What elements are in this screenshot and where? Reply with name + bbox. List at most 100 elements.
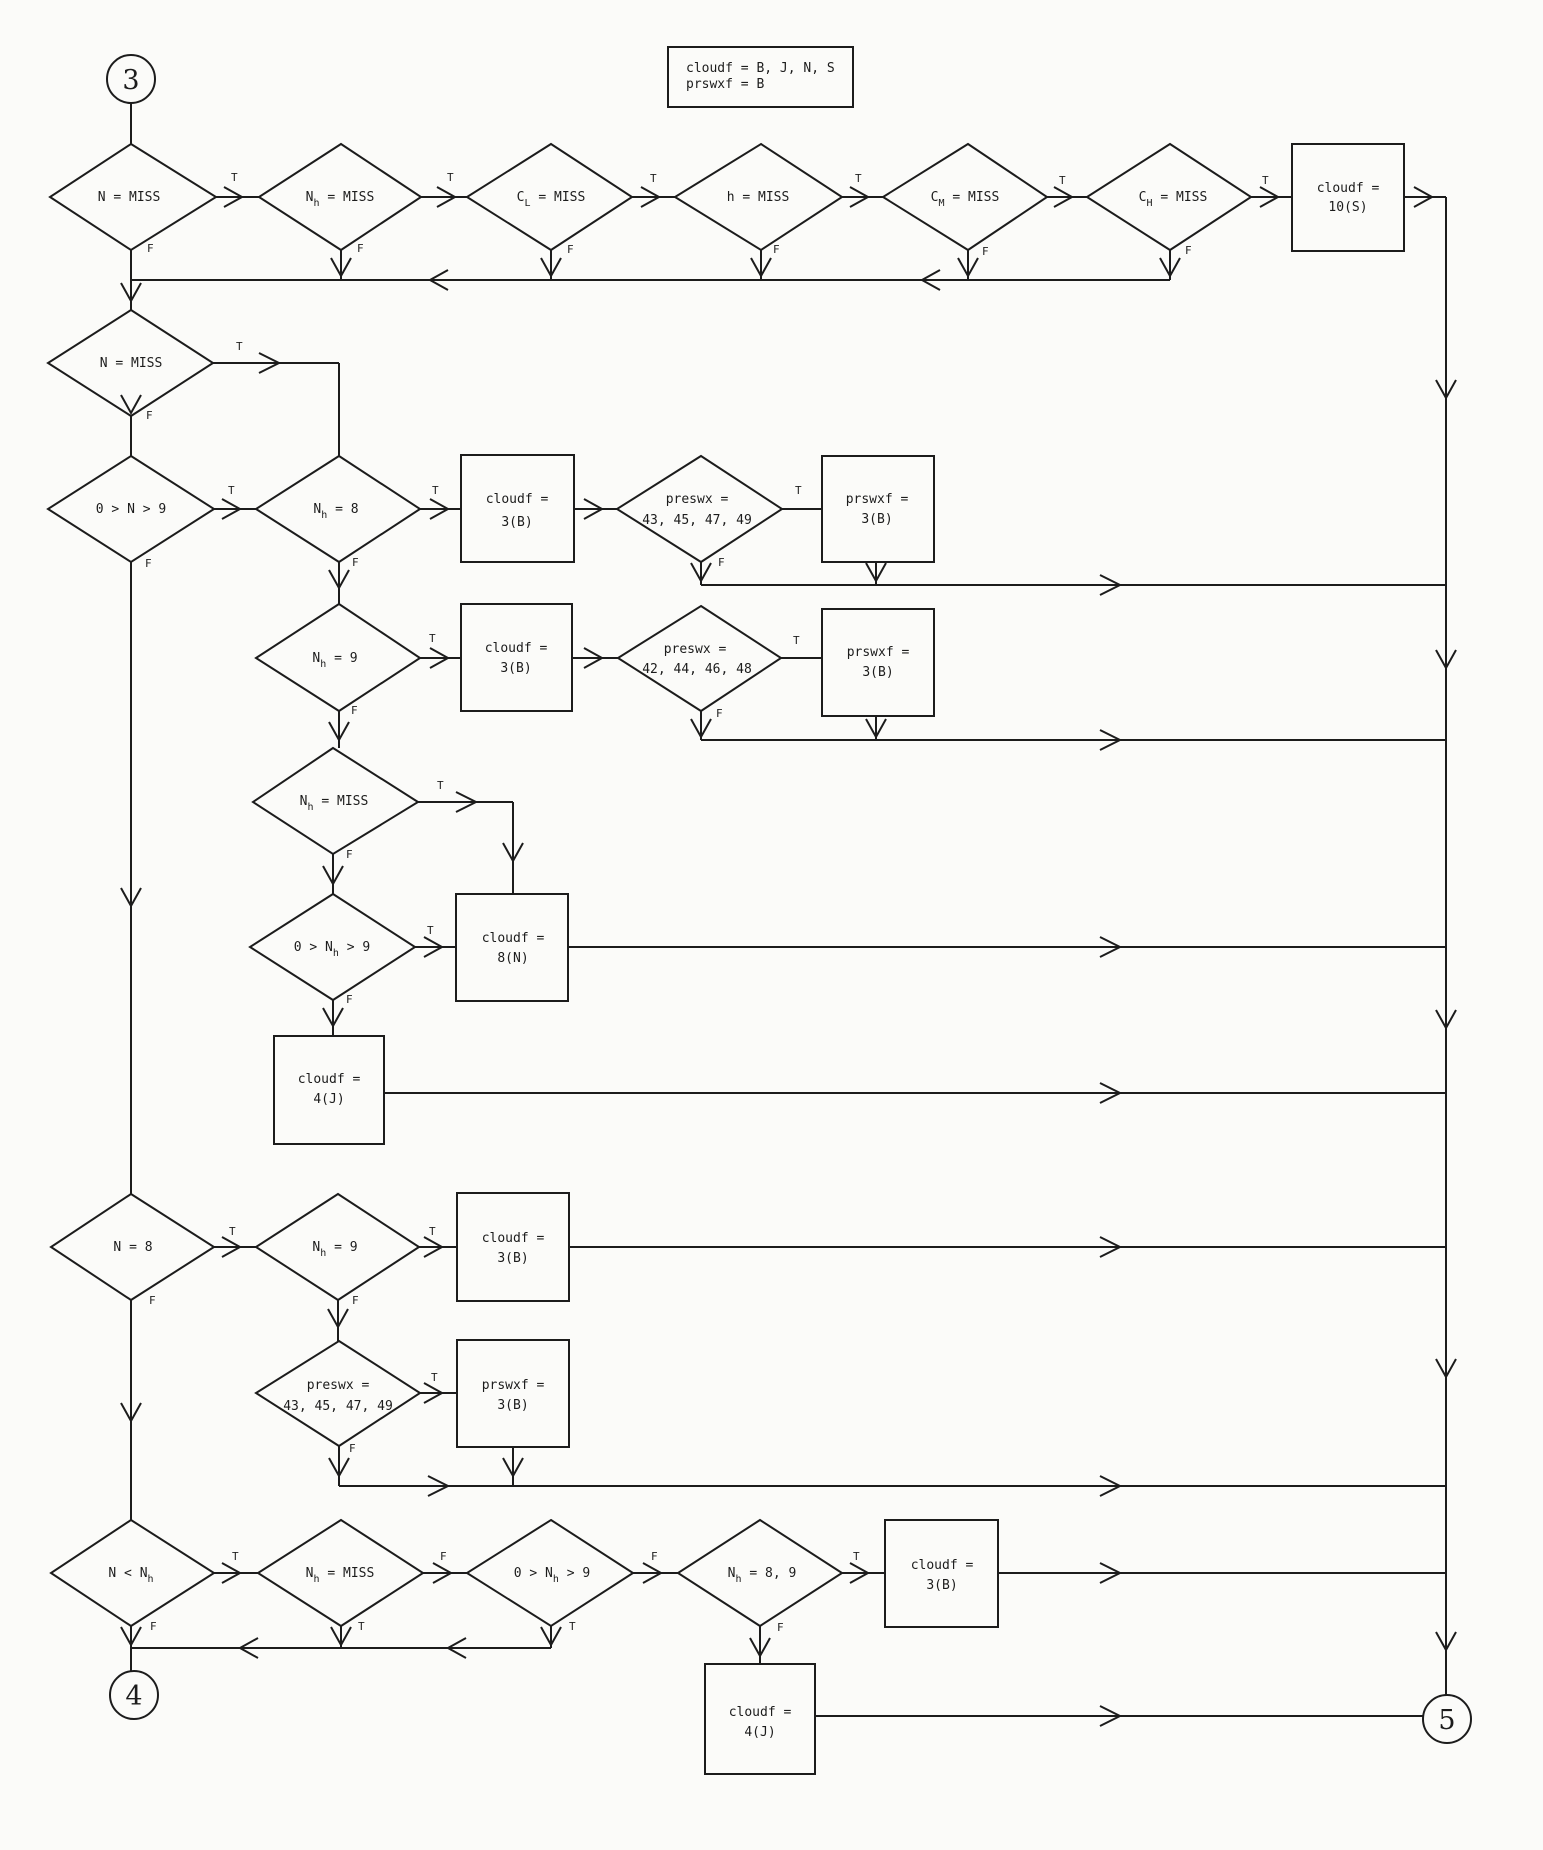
svg-text:T: T <box>231 171 238 184</box>
decision-preswx-odd-2: preswx = 43, 45, 47, 49 <box>254 1339 422 1448</box>
svg-text:F: F <box>357 242 364 255</box>
svg-text:T: T <box>793 634 800 647</box>
svg-text:T: T <box>427 924 434 937</box>
svg-text:preswx =: preswx = <box>666 492 729 507</box>
process-cloudf-10s: cloudf = 10(S) <box>1291 143 1405 252</box>
svg-text:0 > Nh > 9: 0 > Nh > 9 <box>514 1566 590 1585</box>
legend-box: cloudf = B, J, N, S prswxf = B <box>667 46 854 108</box>
svg-text:F: F <box>352 556 359 569</box>
svg-text:Nh = 8, 9: Nh = 8, 9 <box>728 1566 797 1585</box>
svg-text:T: T <box>236 340 243 353</box>
svg-text:CM = MISS: CM = MISS <box>931 190 1000 209</box>
decision-h-miss: h = MISS <box>673 142 844 252</box>
svg-text:F: F <box>718 556 725 569</box>
svg-text:prswxf =: prswxf = <box>482 1378 545 1393</box>
svg-text:CL = MISS: CL = MISS <box>517 190 586 209</box>
decision-label: N = MISS <box>98 190 161 205</box>
svg-text:prswxf =: prswxf = <box>847 645 910 660</box>
svg-text:F: F <box>982 245 989 258</box>
svg-text:3(B): 3(B) <box>861 512 892 527</box>
svg-text:4(J): 4(J) <box>744 1725 775 1740</box>
svg-text:T: T <box>228 484 235 497</box>
svg-text:F: F <box>440 1550 447 1563</box>
svg-text:0 > N > 9: 0 > N > 9 <box>96 502 166 517</box>
svg-text:3(B): 3(B) <box>501 515 532 530</box>
svg-text:Nh = MISS: Nh = MISS <box>306 1566 375 1585</box>
svg-text:8(N): 8(N) <box>497 951 528 966</box>
svg-text:preswx =: preswx = <box>664 642 727 657</box>
svg-text:3(B): 3(B) <box>926 1578 957 1593</box>
svg-text:4(J): 4(J) <box>313 1092 344 1107</box>
process-cloudf-3b-2: cloudf = 3(B) <box>460 603 573 712</box>
svg-text:F: F <box>716 707 723 720</box>
svg-text:3(B): 3(B) <box>862 665 893 680</box>
decision-cl-miss: CL = MISS <box>465 142 634 252</box>
svg-text:F: F <box>346 993 353 1006</box>
branch-flags: T T T T T T F F F F F F T F T F T F T F … <box>145 171 1269 1634</box>
svg-text:Nh = MISS: Nh = MISS <box>306 190 375 209</box>
process-prswxf-3b-1: prswxf = 3(B) <box>821 455 935 563</box>
svg-text:T: T <box>569 1620 576 1633</box>
svg-text:T: T <box>1262 174 1269 187</box>
process-cloudf-3b-3: cloudf = 3(B) <box>456 1192 570 1302</box>
svg-text:CH = MISS: CH = MISS <box>1139 190 1208 209</box>
svg-text:cloudf =: cloudf = <box>729 1705 792 1720</box>
svg-text:Nh = 9: Nh = 9 <box>312 1240 357 1259</box>
connector-5: 5 <box>1422 1694 1472 1744</box>
svg-text:F: F <box>351 704 358 717</box>
decision-nh-miss-3: Nh = MISS <box>256 1518 425 1628</box>
svg-text:43, 45, 47, 49: 43, 45, 47, 49 <box>283 1399 393 1414</box>
svg-text:N = 8: N = 8 <box>113 1240 152 1255</box>
svg-text:F: F <box>146 409 153 422</box>
decision-nh-9-1: Nh = 9 <box>254 602 422 713</box>
process-cloudf-3b-4: cloudf = 3(B) <box>884 1519 999 1628</box>
svg-text:T: T <box>437 779 444 792</box>
decision-n-miss-1: N = MISS <box>48 142 218 252</box>
process-cloudf-4j-1: cloudf = 4(J) <box>273 1035 385 1145</box>
svg-text:T: T <box>429 1225 436 1238</box>
svg-text:T: T <box>229 1225 236 1238</box>
decision-ch-miss: CH = MISS <box>1085 142 1253 252</box>
decision-nh-8: Nh = 8 <box>254 454 422 564</box>
svg-text:Nh = 9: Nh = 9 <box>312 651 357 670</box>
decision-preswx-odd-1: preswx = 43, 45, 47, 49 <box>615 454 784 564</box>
svg-text:F: F <box>1185 244 1192 257</box>
svg-text:F: F <box>147 242 154 255</box>
connector-4-label: 4 <box>125 1681 142 1712</box>
svg-text:3(B): 3(B) <box>497 1398 528 1413</box>
decision-n-8: N = 8 <box>49 1192 216 1302</box>
svg-text:cloudf =: cloudf = <box>298 1072 361 1087</box>
connector-5-label: 5 <box>1438 1705 1455 1736</box>
svg-text:F: F <box>352 1294 359 1307</box>
svg-text:h = MISS: h = MISS <box>727 190 790 205</box>
arrowheads <box>120 186 1457 1727</box>
decision-cm-miss: CM = MISS <box>881 142 1049 252</box>
connector-4: 4 <box>109 1670 159 1720</box>
svg-text:T: T <box>232 1550 239 1563</box>
connector-3-label: 3 <box>122 65 139 96</box>
svg-text:F: F <box>777 1621 784 1634</box>
svg-text:cloudf =: cloudf = <box>486 492 549 507</box>
process-prswxf-3b-2: prswxf = 3(B) <box>821 608 935 717</box>
svg-text:cloudf =: cloudf = <box>911 1558 974 1573</box>
decision-nh-8-9: Nh = 8, 9 <box>676 1518 844 1628</box>
connector-3: 3 <box>106 54 156 104</box>
svg-text:42, 44, 46, 48: 42, 44, 46, 48 <box>642 662 752 677</box>
svg-text:T: T <box>1059 174 1066 187</box>
svg-text:preswx =: preswx = <box>307 1378 370 1393</box>
decision-nh-range-1: 0 > Nh > 9 <box>248 892 417 1002</box>
svg-text:T: T <box>447 171 454 184</box>
decision-n-miss-2: N = MISS <box>46 308 215 418</box>
process-prswxf-3b-3: prswxf = 3(B) <box>456 1339 570 1448</box>
decision-n-range: 0 > N > 9 <box>46 454 216 564</box>
process-cloudf-4j-2: cloudf = 4(J) <box>704 1663 816 1775</box>
decision-nh-miss-1: Nh = MISS <box>257 142 423 252</box>
svg-text:Nh = 8: Nh = 8 <box>313 502 358 521</box>
svg-text:F: F <box>145 557 152 570</box>
svg-text:T: T <box>432 484 439 497</box>
svg-text:F: F <box>150 1620 157 1633</box>
svg-text:Nh = MISS: Nh = MISS <box>300 794 369 813</box>
svg-text:10(S): 10(S) <box>1328 200 1367 215</box>
svg-text:T: T <box>855 172 862 185</box>
process-cloudf-8n: cloudf = 8(N) <box>455 893 569 1002</box>
